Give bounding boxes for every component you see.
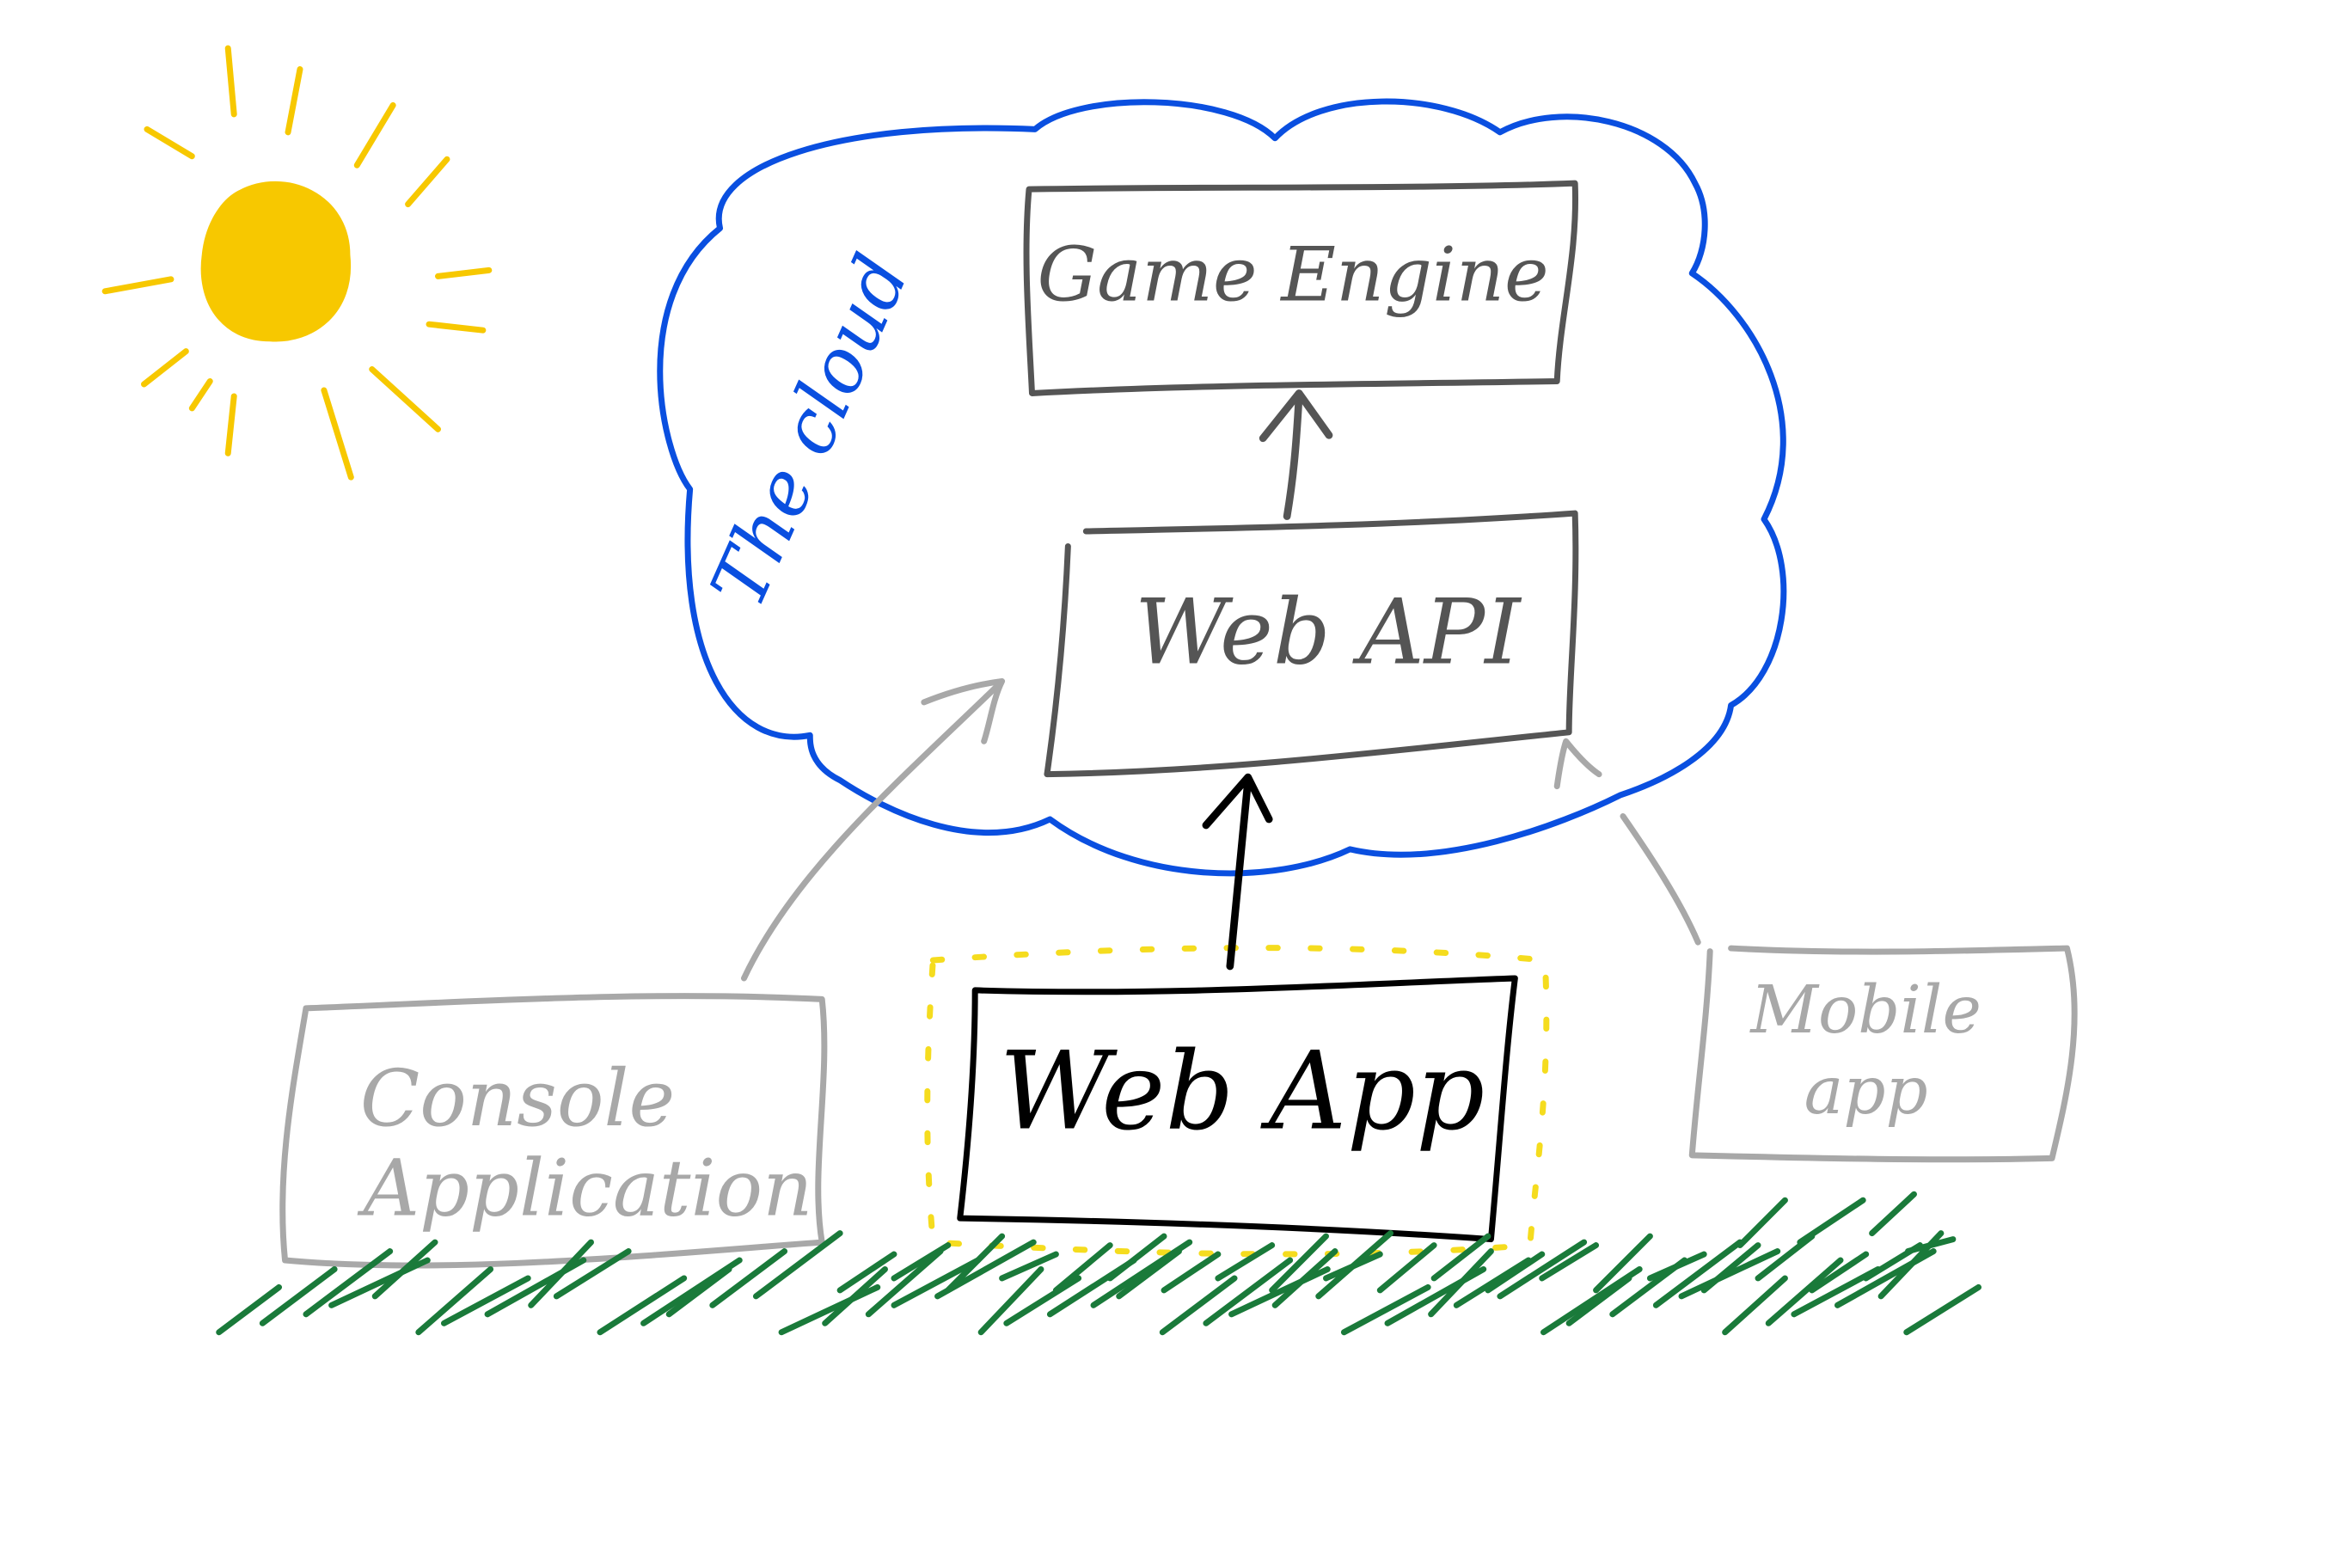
grass-stroke <box>945 1233 1006 1294</box>
grass-stroke <box>1430 1233 1491 1282</box>
grass-stroke <box>836 1251 897 1294</box>
grass-stroke <box>1116 1248 1182 1300</box>
grass-stroke <box>1903 1283 1982 1336</box>
game-engine-label: Game Engine <box>1038 230 1549 318</box>
grass-stroke <box>216 1283 283 1336</box>
game-engine-node: Game Engine <box>1023 180 1579 396</box>
sun-ray <box>144 126 195 160</box>
grass-stroke <box>1678 1248 1781 1300</box>
console-app-node: Console Application <box>279 993 828 1269</box>
sun-ray <box>285 66 303 136</box>
edge-web-api-to-game-engine <box>1259 389 1333 520</box>
grass-stroke <box>778 1283 881 1336</box>
grass-stroke <box>328 1257 431 1308</box>
grass-ground <box>216 1191 1982 1336</box>
cloud-outline <box>657 98 1787 877</box>
grass-stroke <box>822 1265 888 1326</box>
grass-stroke <box>1869 1191 1917 1237</box>
grass-stroke <box>1593 1233 1653 1294</box>
grass-stroke <box>1215 1242 1276 1282</box>
grass-stroke <box>1003 1275 1082 1326</box>
grass-stroke <box>1539 1242 1600 1282</box>
sun-ray <box>369 366 441 432</box>
grass-stroke <box>1228 1265 1331 1318</box>
grass-stroke <box>1797 1197 1866 1246</box>
mobile-app-label-line2: app <box>1804 1053 1928 1130</box>
sun-ray <box>321 387 354 481</box>
grass-stroke <box>1646 1251 1707 1282</box>
sun-ray <box>224 45 237 118</box>
web-api-label: Web API <box>1135 580 1522 685</box>
game-engine-box <box>1023 180 1579 396</box>
grass-stroke <box>1052 1242 1113 1294</box>
grass-stroke <box>709 1248 788 1308</box>
console-app-label-line1: Console <box>360 1054 675 1144</box>
console-app-box <box>279 993 828 1269</box>
web-api-box <box>1044 510 1579 778</box>
grass-stroke <box>865 1248 944 1318</box>
sun-ray <box>435 266 493 279</box>
mobile-app-node: Mobile app <box>1688 945 2078 1163</box>
grass-stroke <box>1269 1233 1329 1294</box>
grass-stroke <box>1765 1257 1844 1326</box>
web-app-node: Web App <box>924 945 1550 1258</box>
grass-stroke <box>1376 1242 1437 1294</box>
grass-stroke <box>259 1265 338 1326</box>
grass-stroke <box>1340 1283 1431 1336</box>
cloud-label: The cloud <box>694 242 926 620</box>
grass-stroke <box>415 1265 494 1336</box>
grass-stroke <box>752 1230 843 1300</box>
grass-stroke <box>597 1275 688 1336</box>
grass-stroke <box>1106 1233 1167 1282</box>
sun-ray <box>188 378 213 412</box>
grass-stroke <box>371 1239 438 1300</box>
sun-ray <box>353 101 396 168</box>
edge-console-app-to-web-api <box>740 677 1006 982</box>
sun-icon <box>101 45 493 481</box>
grass-stroke <box>1700 1242 1761 1294</box>
grass-stroke <box>1565 1275 1632 1326</box>
grass-stroke <box>441 1275 531 1326</box>
grass-stroke <box>977 1265 1044 1336</box>
sun-ray <box>426 321 487 334</box>
sun-ray <box>405 156 450 208</box>
grass-stroke <box>1485 1251 1546 1294</box>
edge-mobile-app-to-web-api <box>1553 738 1701 946</box>
grass-stroke <box>1736 1197 1788 1249</box>
grass-stroke <box>1809 1251 1870 1294</box>
grass-stroke <box>1323 1251 1383 1282</box>
grass-stroke <box>1722 1275 1788 1336</box>
grass-stroke <box>1428 1248 1494 1318</box>
grass-stroke <box>1159 1275 1238 1336</box>
grass-stroke <box>665 1265 732 1318</box>
web-app-box <box>957 975 1518 1243</box>
grass-stroke <box>1203 1257 1294 1326</box>
mobile-app-label-line1: Mobile <box>1749 972 1981 1049</box>
grass-stroke <box>999 1251 1059 1282</box>
grass-stroke <box>1497 1239 1588 1300</box>
grass-stroke <box>1161 1251 1222 1294</box>
web-api-node: Web API <box>1044 510 1579 778</box>
sun-core <box>200 181 352 342</box>
mobile-app-box <box>1688 945 2078 1163</box>
console-app-label-line2: Application <box>357 1144 812 1234</box>
sun-ray <box>224 393 237 456</box>
sun-ray <box>141 348 189 388</box>
grass-stroke <box>1652 1239 1743 1308</box>
web-app-label: Web App <box>999 1027 1485 1154</box>
edge-web-app-to-web-api <box>1202 773 1273 971</box>
grass-stroke <box>1905 1236 1957 1255</box>
grass-stroke <box>553 1248 632 1300</box>
grass-stroke <box>303 1248 394 1318</box>
grass-stroke <box>1271 1248 1338 1308</box>
sun-ray <box>101 276 175 295</box>
grass-stroke <box>891 1242 952 1282</box>
grass-stroke <box>528 1239 594 1308</box>
grass-stroke <box>891 1257 982 1308</box>
